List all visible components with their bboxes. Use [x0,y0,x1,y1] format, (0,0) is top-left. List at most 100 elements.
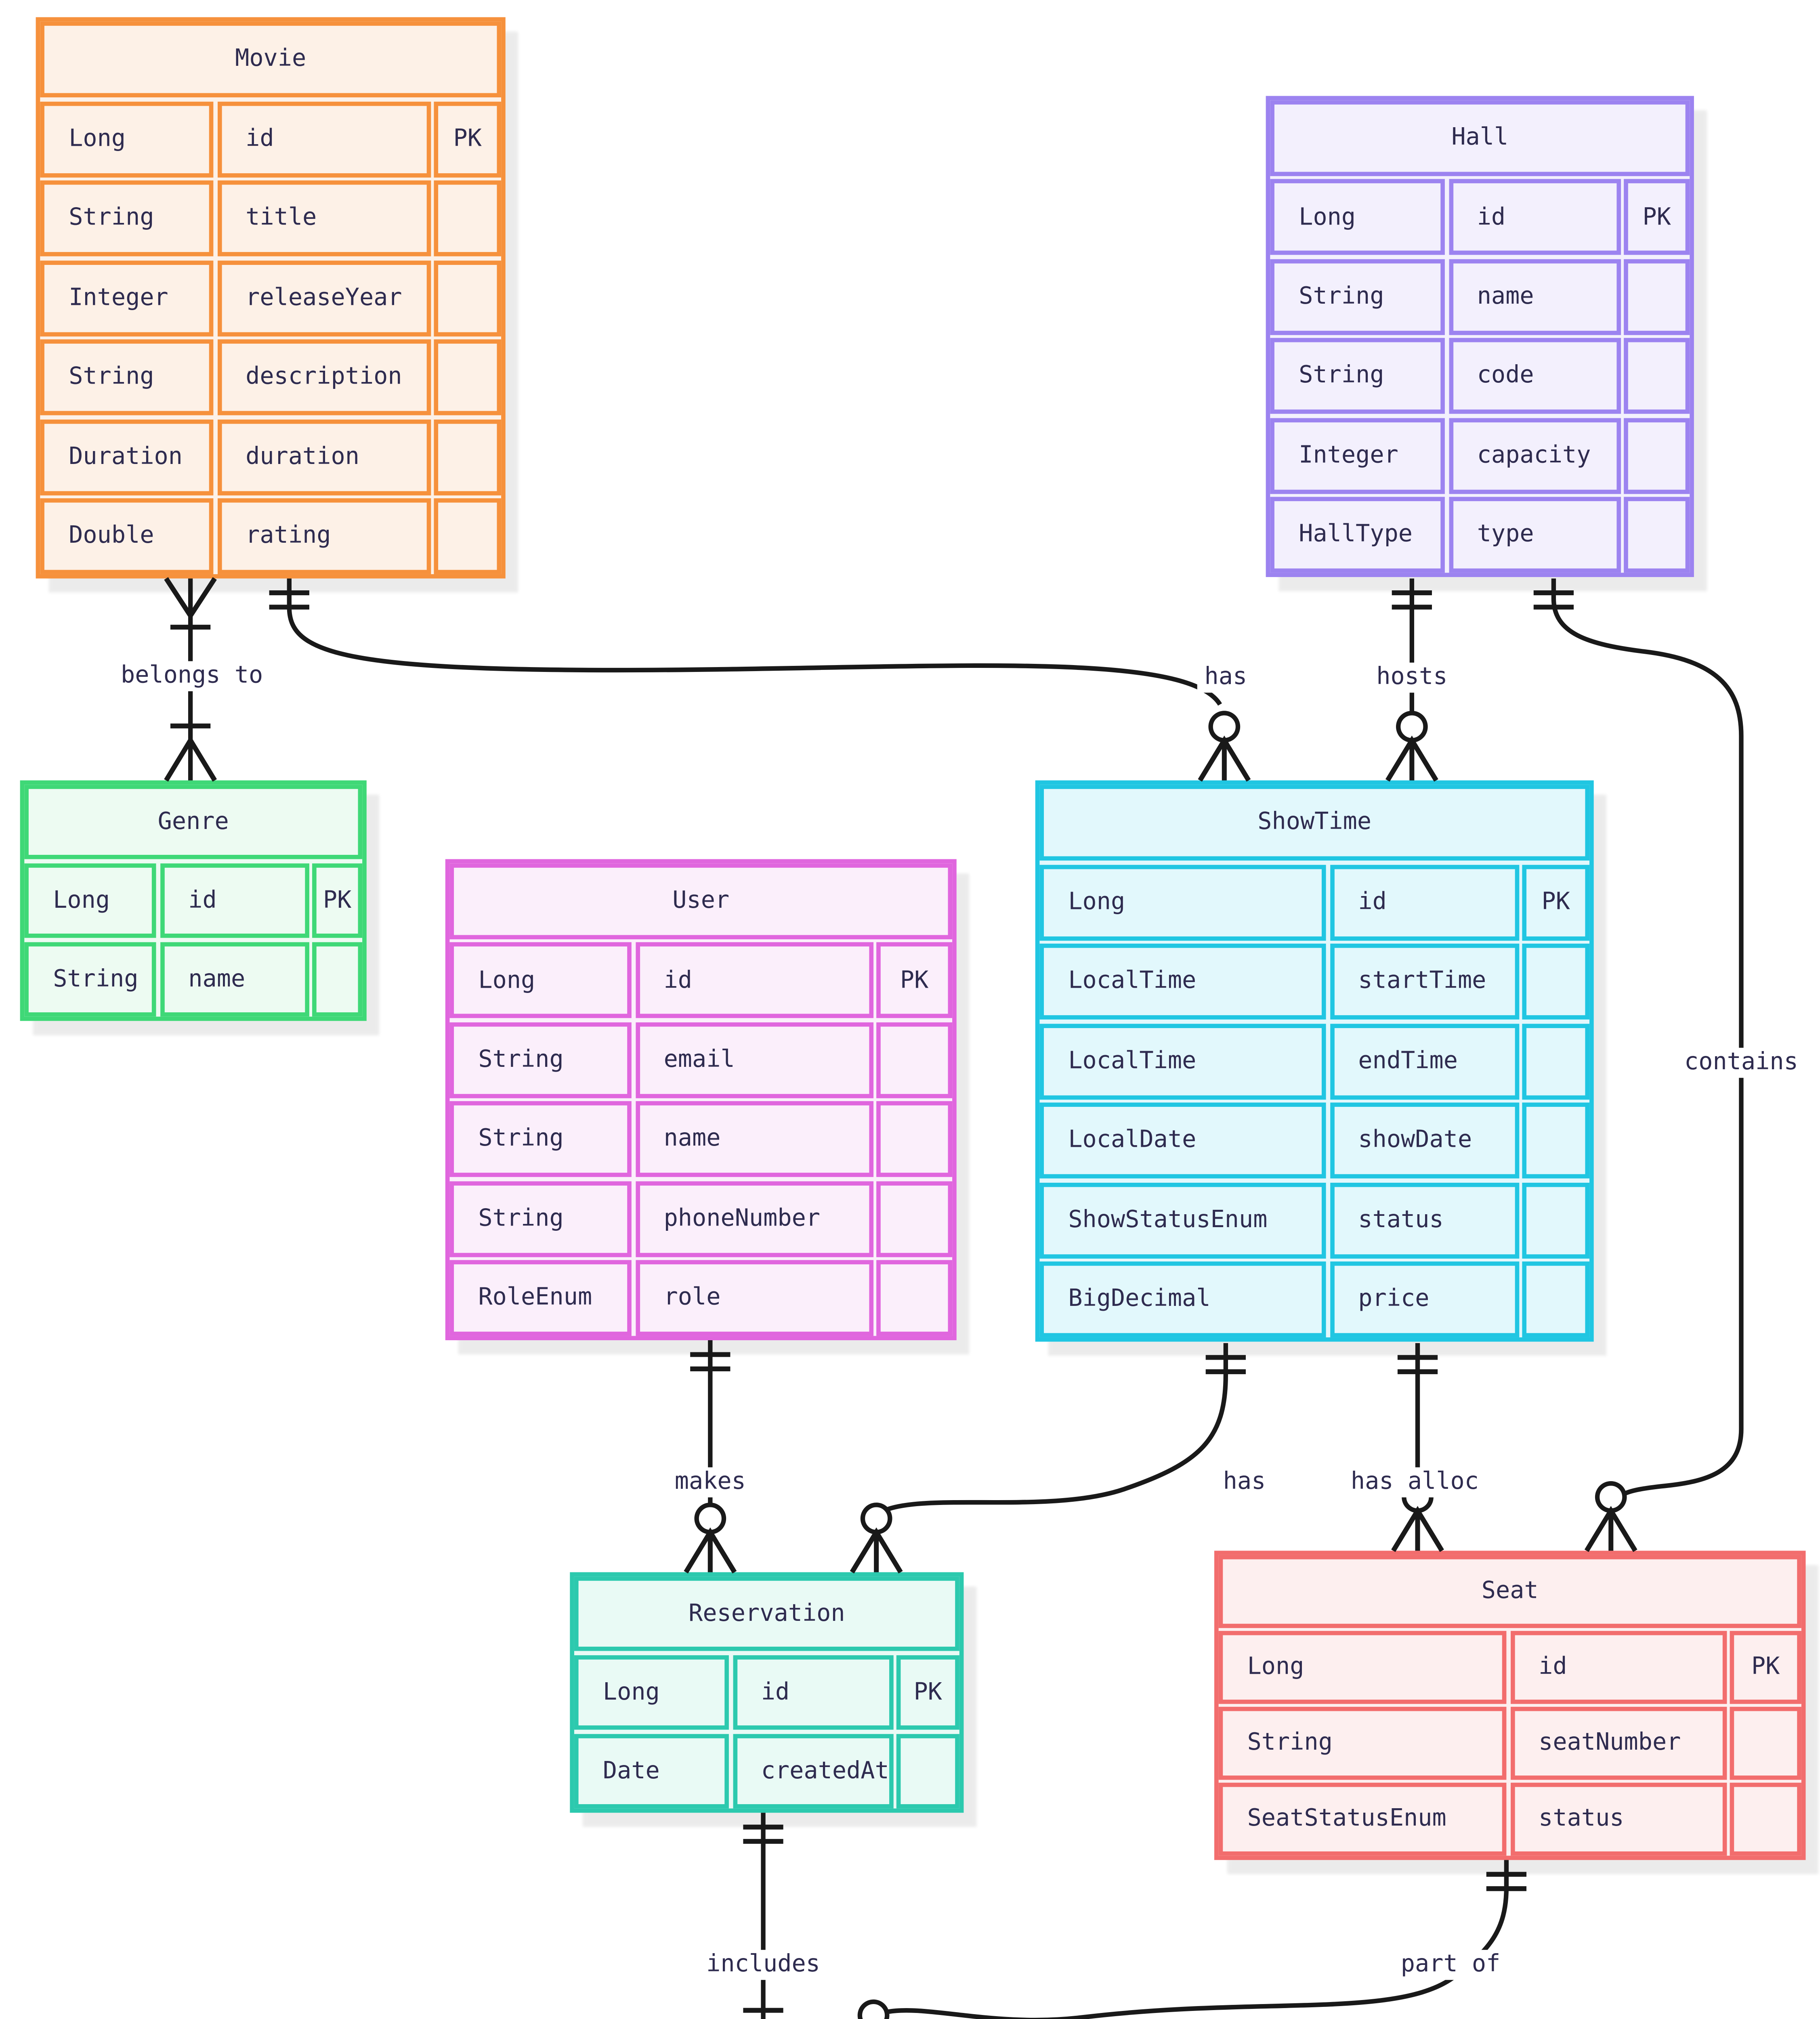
attribute-type-cell: RoleEnum [449,1260,632,1336]
crow-foot-many-marker [164,735,217,782]
crow-foot-many-marker [164,577,217,620]
attribute-type-cell: String [449,1022,632,1098]
attribute-name-cell: releaseYear [217,260,430,336]
attribute-type-cell: Integer [40,260,214,336]
attribute-type-cell: SeatStatusEnum [1218,1783,1507,1856]
attribute-type-cell: Long [449,942,632,1019]
relationship-label: hosts [1369,662,1455,692]
attribute-name-cell: rating [217,498,430,574]
attribute-type-cell: String [40,180,214,256]
relationship-label: includes [699,1950,827,1979]
relationship-label: has [1215,1467,1273,1497]
attribute-name-cell: endTime [1329,1023,1519,1099]
attribute-name-cell: showDate [1329,1102,1519,1179]
attribute-key-cell [434,180,502,256]
crow-foot-many-marker [850,1527,903,1574]
crow-foot-many-marker [1385,735,1438,782]
attribute-key-cell [434,260,502,336]
attribute-key-cell [1522,1182,1590,1258]
zero-circle-marker [857,1999,890,2019]
attribute-type-cell: Long [1270,179,1445,256]
crow-foot-many-marker [1584,1506,1637,1552]
attribute-name-cell: status [1329,1182,1519,1258]
attribute-key-cell: PK [1730,1631,1801,1704]
attribute-key-cell [1730,1783,1801,1856]
attribute-name-cell: id [160,863,309,938]
attribute-name-cell: capacity [1448,418,1621,493]
attribute-type-cell: ShowStatusEnum [1039,1182,1326,1258]
attribute-type-cell: String [1218,1707,1507,1780]
attribute-key-cell [1624,259,1690,335]
relationship-label: part of [1394,1950,1508,1979]
edge-line [887,1343,1228,1511]
edge-hall-seat [1533,578,1744,1552]
attribute-name-cell: phoneNumber [635,1181,873,1257]
attribute-type-cell: LocalTime [1039,943,1326,1020]
attribute-key-cell [312,942,363,1017]
attribute-key-cell [1730,1707,1801,1780]
attribute-type-cell: String [40,339,214,416]
attribute-key-cell: PK [1624,179,1690,256]
attribute-type-cell: LocalDate [1039,1102,1326,1179]
attribute-key-cell: PK [876,942,953,1019]
edge-user-reservation [684,1340,737,1574]
crow-foot-many-marker [1391,1506,1444,1552]
attribute-name-cell: startTime [1329,943,1519,1020]
attribute-key-cell [434,498,502,574]
attribute-key-cell [1522,943,1590,1020]
attribute-name-cell: name [1448,259,1621,335]
attribute-name-cell: name [160,942,309,1017]
attribute-type-cell: Double [40,498,214,574]
edge-hall-showtime [1385,578,1438,782]
attribute-key-cell [1624,338,1690,414]
attribute-type-cell: String [449,1101,632,1177]
entity-title: User [449,863,953,939]
relationship-label: belongs to [113,661,271,691]
attribute-type-cell: Long [1218,1631,1507,1704]
attribute-type-cell: Long [574,1655,729,1730]
edge-line [287,578,1222,706]
attribute-type-cell: String [1270,259,1445,335]
attribute-type-cell: LocalTime [1039,1023,1326,1099]
attribute-name-cell: id [732,1655,893,1730]
attribute-key-cell: PK [1522,864,1590,940]
attribute-type-cell: Date [574,1733,729,1809]
attribute-name-cell: seatNumber [1510,1707,1726,1780]
entity-title: ShowTime [1039,785,1590,861]
relationship-label: has alloc [1343,1467,1486,1497]
attribute-type-cell: String [1270,338,1445,414]
attribute-type-cell: String [24,942,156,1017]
attribute-key-cell [1624,418,1690,493]
attribute-name-cell: status [1510,1783,1726,1856]
relationship-label: contains [1677,1047,1805,1077]
attribute-type-cell: Long [40,101,214,177]
edge-line [887,1860,1509,2019]
attribute-type-cell: String [449,1181,632,1257]
attribute-key-cell [876,1022,953,1098]
attribute-key-cell: PK [312,863,363,938]
attribute-name-cell: id [1329,864,1519,940]
attribute-name-cell: duration [217,419,430,495]
attribute-key-cell [434,339,502,416]
attribute-key-cell [1522,1102,1590,1179]
edge-movie-showtime [269,578,1251,782]
attribute-type-cell: HallType [1270,497,1445,573]
attribute-name-cell: name [635,1101,873,1177]
attribute-type-cell: BigDecimal [1039,1261,1326,1337]
attribute-key-cell [876,1181,953,1257]
attribute-key-cell: PK [434,101,502,177]
attribute-name-cell: id [1448,179,1621,256]
attribute-name-cell: id [635,942,873,1019]
attribute-name-cell: code [1448,338,1621,414]
entity-title: Seat [1218,1555,1801,1628]
entity-title: Hall [1270,100,1690,176]
